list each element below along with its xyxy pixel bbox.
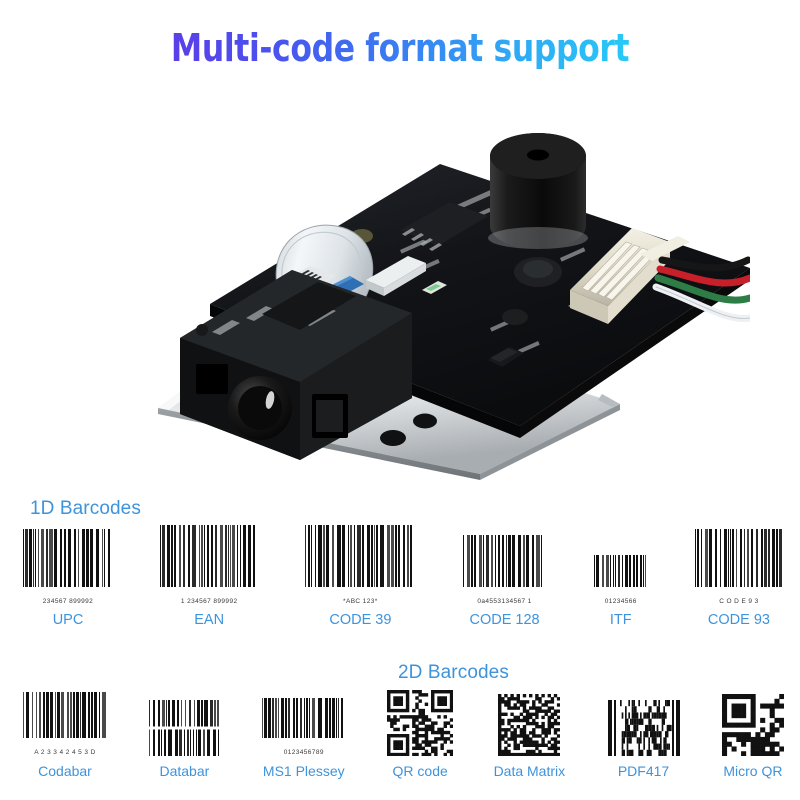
barcode-image-code-93: C O D E 9 3	[693, 529, 784, 605]
barcode-image-ean: 1 234567 899992	[159, 525, 260, 605]
barcode-human-text: C O D E 9 3	[719, 598, 759, 605]
barcode-item: Micro QR	[721, 694, 784, 779]
barcode-label: PDF417	[617, 763, 670, 779]
scan-engine	[180, 270, 412, 460]
barcode-label: CODE 93	[707, 612, 770, 628]
wire-bundle	[652, 256, 750, 323]
barcode-item: QR code	[387, 690, 454, 779]
section-heading-2d: 2D Barcodes	[398, 662, 509, 683]
barcode-item: A 2 3 3 4 2 4 5 3 D Codabar	[22, 692, 108, 779]
barcode-row-2d: A 2 3 3 4 2 4 5 3 D Codabar Databar 0123456…	[22, 690, 784, 779]
barcode-label: UPC	[52, 612, 84, 628]
barcode-image-upc: 234567 899992	[22, 529, 114, 605]
barcode-label: Micro QR	[723, 763, 783, 779]
barcode-image-qr-code	[387, 690, 454, 756]
status-led	[422, 281, 447, 294]
barcode-item: PDF417	[605, 700, 682, 779]
barcode-label: CODE 39	[329, 612, 392, 628]
lens	[228, 376, 292, 440]
page-title: Multi-code format support	[170, 26, 630, 70]
barcode-label: EAN	[194, 612, 225, 628]
ic-chip	[400, 202, 488, 251]
mid-connector	[366, 256, 426, 296]
barcode-human-text: 1 234567 899992	[180, 598, 238, 605]
barcode-label: CODE 128	[469, 612, 540, 628]
barcode-item: C O D E 9 3 CODE 93	[693, 529, 784, 628]
barcode-image-itf: 01234566	[592, 555, 649, 605]
barcode-label: Codabar	[38, 763, 92, 779]
barcode-item: 0a4553134567 1 CODE 128	[461, 535, 548, 628]
barcode-image-code-128: 0a4553134567 1	[461, 535, 548, 605]
section-heading-1d: 1D Barcodes	[30, 498, 141, 519]
barcode-image-pdf417	[605, 700, 682, 756]
barcode-image-code-39: *ABC 123*	[304, 525, 417, 605]
barcode-human-text: *ABC 123*	[343, 598, 378, 605]
barcode-human-text: 01234566	[604, 598, 637, 605]
barcode-human-text: 0123456789	[283, 749, 324, 756]
barcode-item: *ABC 123* CODE 39	[304, 525, 417, 628]
barcode-human-text: A 2 3 3 4 2 4 5 3 D	[34, 749, 96, 756]
barcode-human-text: 234567 899992	[42, 598, 94, 605]
barcode-label: QR code	[392, 763, 448, 779]
product-photo	[150, 108, 750, 480]
barcode-image-codabar: A 2 3 3 4 2 4 5 3 D	[22, 692, 108, 756]
barcode-image-databar	[148, 700, 221, 756]
barcode-label: ITF	[609, 612, 632, 628]
barcode-item: Data Matrix	[493, 694, 566, 779]
page-title-container: Multi-code format support	[0, 26, 800, 70]
buzzer	[488, 133, 588, 249]
barcode-label: MS1 Plessey	[262, 763, 345, 779]
barcode-image-ms1-plessey: 0123456789	[260, 698, 347, 756]
barcode-image-data-matrix	[498, 694, 561, 756]
tact-switch	[514, 257, 562, 287]
jst-connector	[570, 228, 690, 324]
barcode-human-text: 0a4553134567 1	[477, 598, 532, 605]
barcode-image-micro-qr	[721, 694, 784, 756]
barcode-label: Data Matrix	[493, 763, 566, 779]
barcode-label: Databar	[159, 763, 210, 779]
barcode-item: Databar	[148, 700, 221, 779]
